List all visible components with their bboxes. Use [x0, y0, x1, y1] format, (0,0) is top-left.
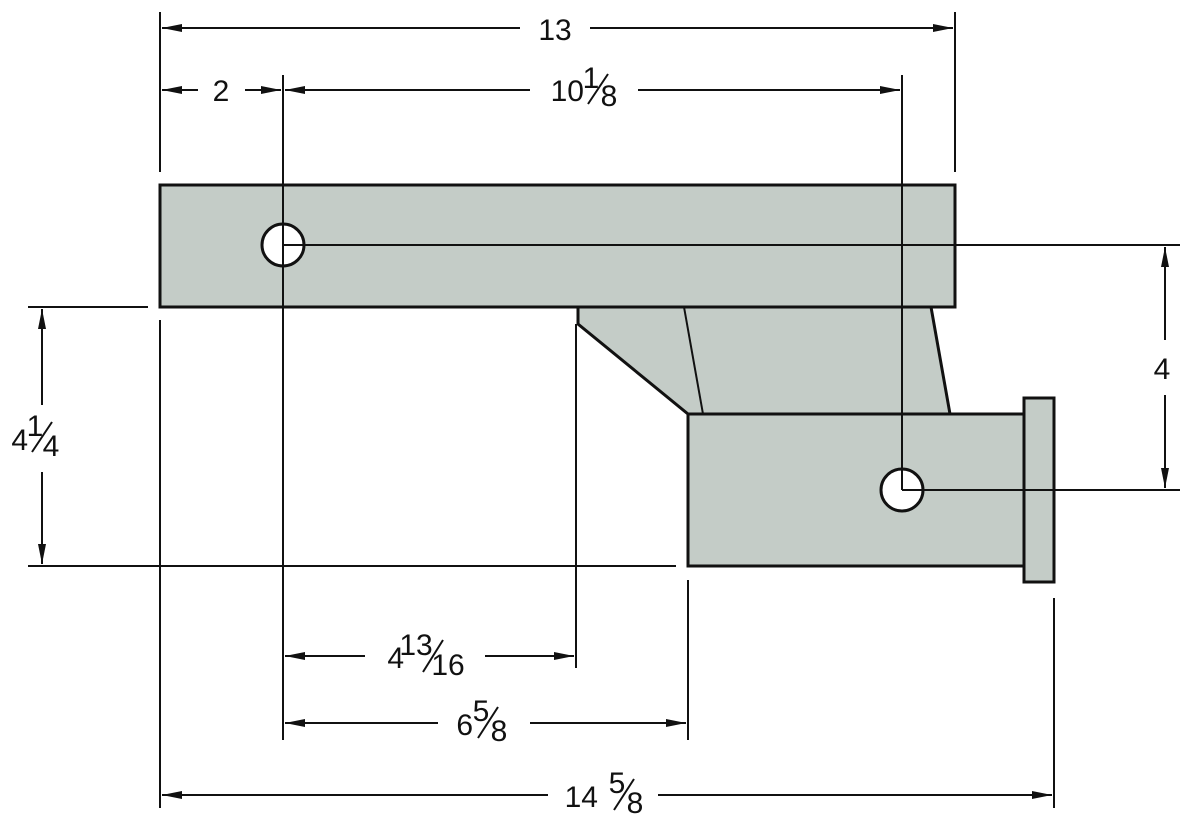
svg-text:8: 8 — [491, 715, 508, 748]
svg-text:1: 1 — [27, 410, 44, 443]
svg-text:8: 8 — [627, 787, 644, 820]
extension-lines — [28, 12, 1180, 808]
svg-text:4: 4 — [43, 430, 60, 463]
svg-text:5: 5 — [473, 695, 490, 728]
svg-text:6: 6 — [456, 709, 473, 742]
svg-text:4: 4 — [11, 424, 28, 457]
dim-label-hole-to-hole-h: 10 1 8 — [551, 62, 618, 113]
dimension-lines — [38, 24, 1169, 799]
dim-label-overall-bottom: 14 5 8 — [565, 767, 644, 820]
svg-text:16: 16 — [431, 649, 464, 682]
dim-label-hole-to-gusset: 4 13 16 — [387, 629, 464, 682]
svg-text:10: 10 — [551, 75, 584, 108]
dim-label-hole-to-hole-v: 4 — [1154, 353, 1171, 386]
svg-text:5: 5 — [609, 767, 626, 800]
svg-text:13: 13 — [399, 629, 432, 662]
dimension-labels: 13 2 10 1 8 4 1 4 4 4 13 16 6 5 — [11, 14, 1170, 820]
dim-label-overall-top: 13 — [538, 14, 571, 47]
svg-text:1: 1 — [583, 62, 600, 95]
dim-label-vertical-drop: 4 1 4 — [11, 410, 59, 463]
svg-text:8: 8 — [601, 80, 618, 113]
svg-text:4: 4 — [387, 642, 404, 675]
gusset-weld-line — [683, 306, 704, 415]
gusset-plate — [576, 305, 952, 416]
dim-label-hole-to-receiver: 6 5 8 — [456, 695, 507, 748]
svg-text:14: 14 — [565, 781, 598, 814]
dim-label-hole-offset: 2 — [213, 75, 230, 108]
